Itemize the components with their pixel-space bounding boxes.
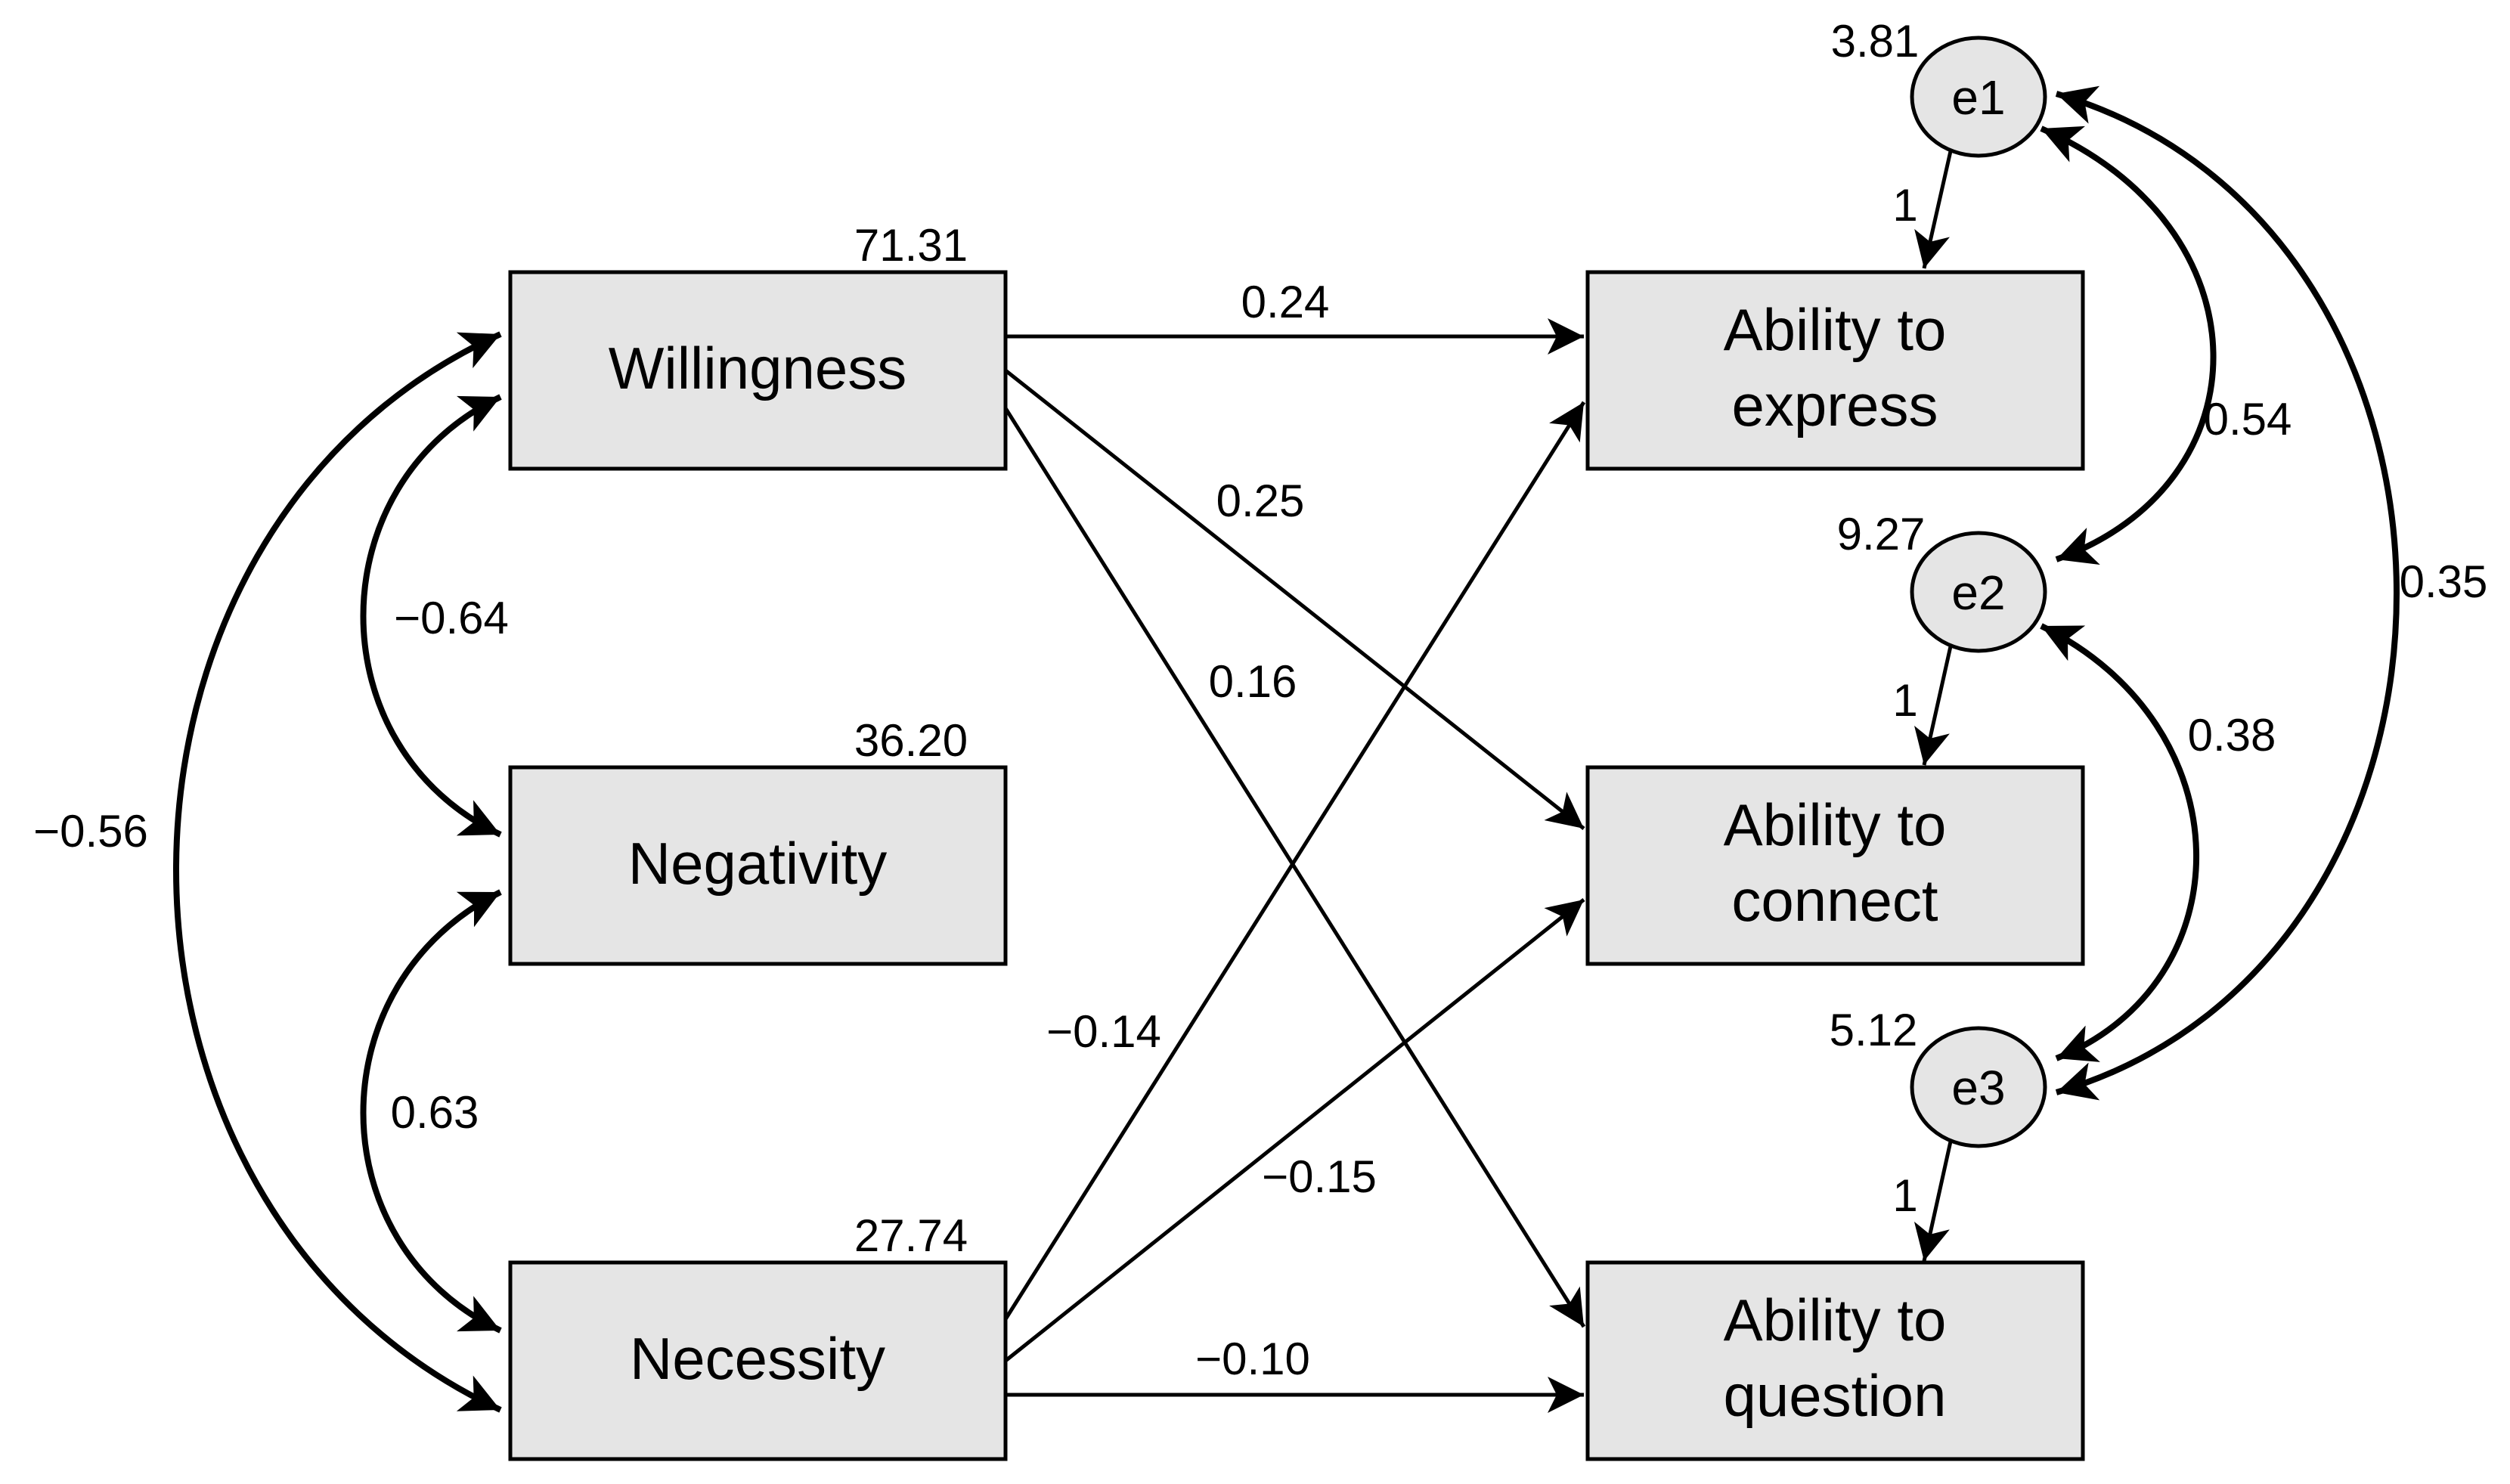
error-e3-variance: 5.12 <box>1830 1005 1918 1055</box>
node-express-line1: Ability to <box>1724 296 1947 363</box>
covariance-e2-e3 <box>2040 623 2200 1062</box>
node-question-line1: Ability to <box>1724 1287 1947 1353</box>
cov-willingness-necessity-label: −0.56 <box>33 806 148 857</box>
node-willingness-label: Willingness <box>609 335 906 401</box>
coef-necessity-question: −0.10 <box>1195 1334 1310 1384</box>
error-e1-variance: 3.81 <box>1831 16 1920 67</box>
node-question-line2: question <box>1724 1362 1947 1429</box>
node-ability-question: Ability to question <box>1585 1260 2085 1461</box>
node-express-line2: express <box>1731 372 1938 438</box>
error-e2: e2 9.27 <box>1837 509 2047 653</box>
path-necessity-express <box>1003 401 1586 1321</box>
node-necessity-value: 27.74 <box>854 1210 968 1261</box>
node-willingness: Willingness 71.31 <box>508 220 1008 471</box>
covariance-e1-e3 <box>2055 85 2400 1101</box>
node-negativity: Negativity 36.20 <box>508 715 1008 966</box>
coef-willingness-question: 0.16 <box>1209 656 1297 707</box>
covariance-negativity-necessity <box>360 889 502 1334</box>
loading-e3-question <box>1913 1141 1953 1262</box>
node-connect-line1: Ability to <box>1724 792 1947 858</box>
coef-willingness-connect: 0.25 <box>1216 476 1305 526</box>
node-necessity: Necessity 27.74 <box>508 1210 1008 1461</box>
coef-willingness-express: 0.24 <box>1241 277 1330 327</box>
error-e1-label: e1 <box>1951 70 2005 125</box>
error-e2-variance: 9.27 <box>1837 509 1926 559</box>
error-e3-label: e3 <box>1951 1061 2005 1115</box>
covariance-willingness-necessity <box>173 331 502 1413</box>
cov-e1-e3-label: 0.35 <box>2400 556 2488 607</box>
node-ability-connect: Ability to connect <box>1585 765 2085 966</box>
covariance-e1-e2 <box>2040 125 2217 565</box>
cov-negativity-necessity-label: 0.63 <box>391 1087 479 1138</box>
loading-e2-connect <box>1914 646 1953 766</box>
node-connect-line2: connect <box>1731 867 1938 934</box>
loading-e3-label: 1 <box>1892 1170 1917 1221</box>
loading-e1-express <box>1914 150 1953 269</box>
coef-necessity-express: −0.14 <box>1046 1006 1161 1057</box>
cov-e1-e2-label: 0.54 <box>2204 394 2292 445</box>
path-willingness-connect <box>1004 369 1585 830</box>
node-negativity-value: 36.20 <box>854 715 968 766</box>
coef-necessity-connect: −0.15 <box>1262 1151 1377 1202</box>
error-e1: e1 3.81 <box>1831 16 2047 158</box>
covariance-willingness-negativity <box>360 394 502 838</box>
cov-e2-e3-label: 0.38 <box>2188 710 2276 761</box>
node-willingness-value: 71.31 <box>854 220 968 271</box>
cov-willingness-negativity-label: −0.64 <box>394 593 509 643</box>
loading-e1-label: 1 <box>1892 180 1917 231</box>
path-willingness-question <box>1003 407 1586 1328</box>
loading-e2-label: 1 <box>1892 675 1917 726</box>
error-e3: e3 5.12 <box>1830 1005 2047 1148</box>
node-ability-express: Ability to express <box>1585 270 2085 471</box>
error-e2-label: e2 <box>1951 565 2005 620</box>
path-necessity-connect <box>1004 898 1585 1362</box>
node-necessity-label: Necessity <box>630 1325 885 1392</box>
node-negativity-label: Negativity <box>628 830 887 897</box>
